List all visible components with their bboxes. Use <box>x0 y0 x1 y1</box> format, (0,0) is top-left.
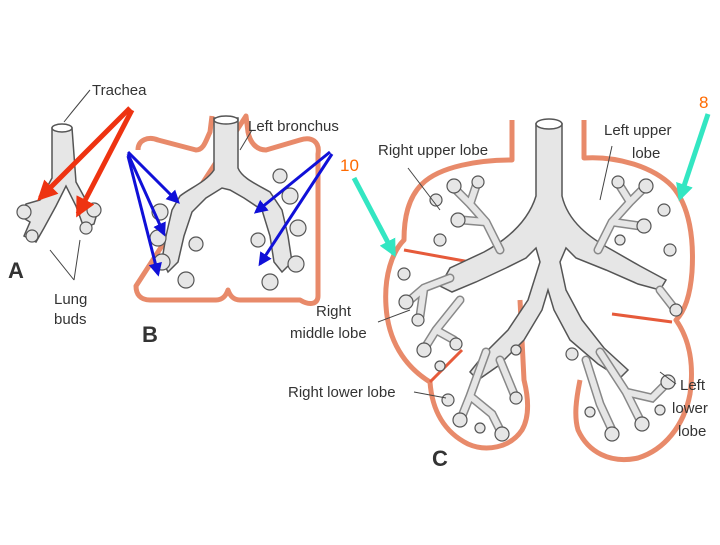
blue-arrow-2 <box>126 153 166 237</box>
cyan-arrow-10 <box>351 176 397 258</box>
blue-arrow-4 <box>253 150 331 214</box>
cyan-arrow-8 <box>676 113 711 202</box>
blue-arrow-5 <box>258 153 334 267</box>
label-lung-buds-2: buds <box>54 311 87 328</box>
label-right-middle-lobe-1: Right <box>316 303 352 320</box>
label-left-lower-lobe-1: Left <box>680 377 706 394</box>
label-left-upper-lobe-1: Left upper <box>604 122 672 139</box>
label-left-lower-lobe-2: lower <box>672 400 708 417</box>
panel-c-drawing <box>377 118 695 462</box>
panel-label-c: C <box>432 446 448 471</box>
label-left-bronchus: Left bronchus <box>248 118 339 135</box>
red-arrow-1 <box>37 106 132 201</box>
label-right-upper-lobe: Right upper lobe <box>378 142 488 159</box>
annotation-number-8: 8 <box>699 93 708 112</box>
blue-arrow-3 <box>126 155 162 277</box>
blue-arrow-1 <box>126 150 180 204</box>
label-left-lower-lobe-3: lobe <box>678 423 706 440</box>
red-arrow-2 <box>75 108 135 218</box>
panel-b-drawing <box>133 113 321 306</box>
annotation-number-10: 10 <box>340 156 359 175</box>
panel-label-a: A <box>8 258 24 283</box>
label-trachea: Trachea <box>92 82 147 99</box>
panel-a-drawing <box>16 89 102 281</box>
panel-label-b: B <box>142 322 158 347</box>
label-right-lower-lobe: Right lower lobe <box>288 384 396 401</box>
label-left-upper-lobe-2: lobe <box>632 145 660 162</box>
label-right-middle-lobe-2: middle lobe <box>290 325 367 342</box>
label-lung-buds-1: Lung <box>54 291 87 308</box>
